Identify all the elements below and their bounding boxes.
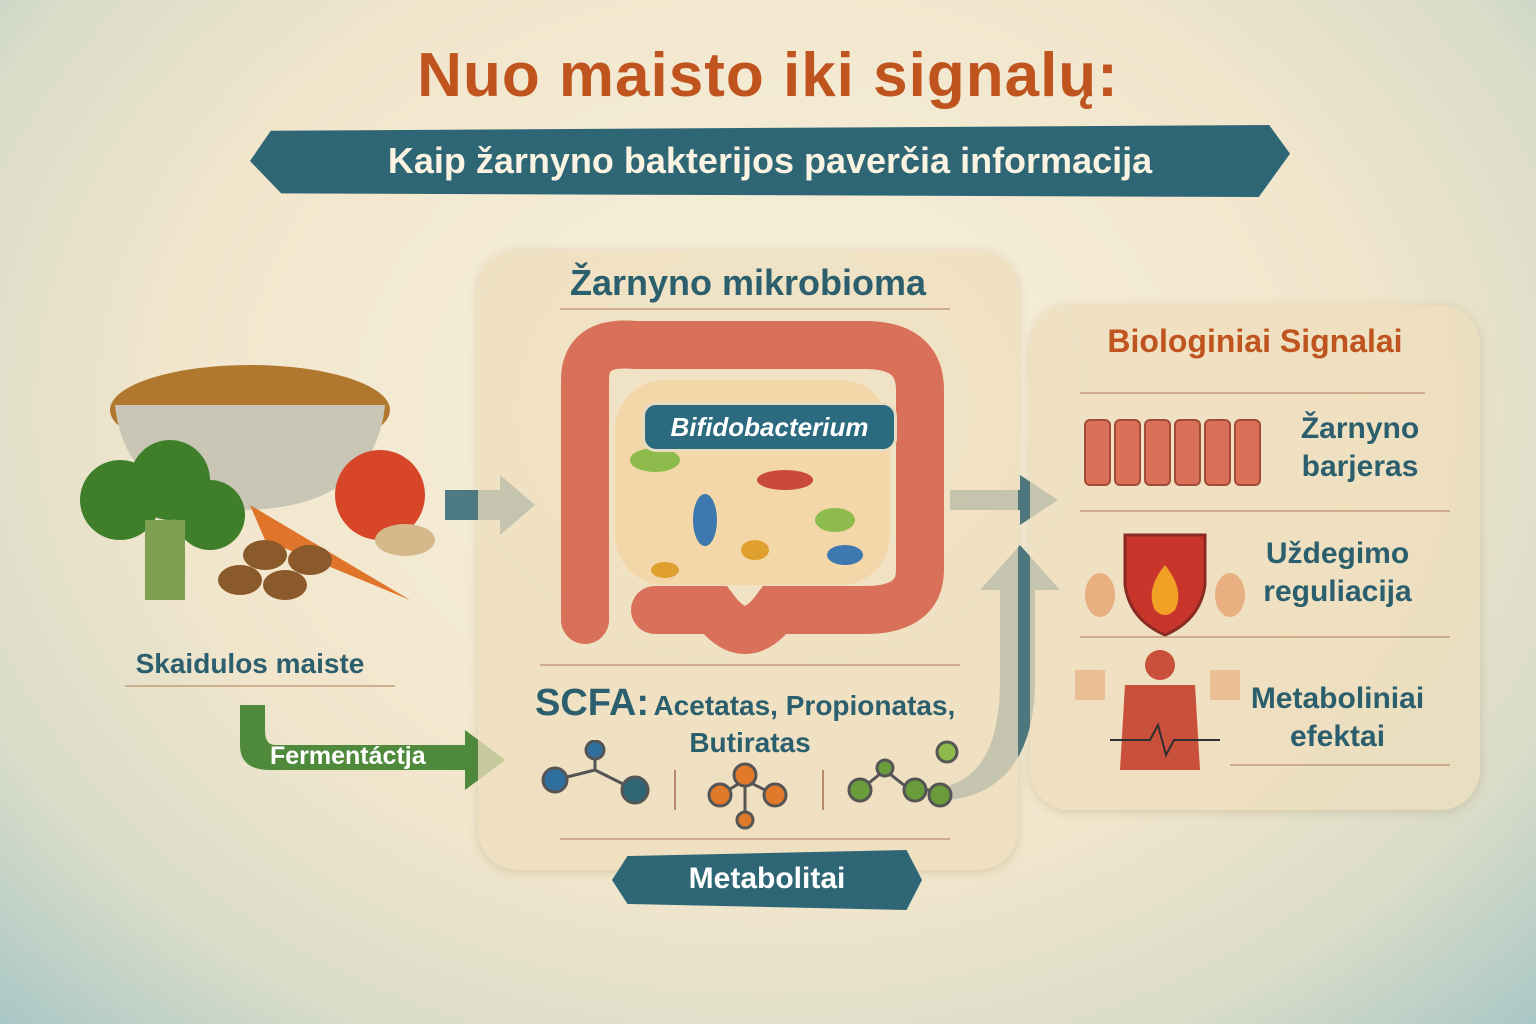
signal-inflammation-line1: Uždegimo — [1265, 537, 1410, 570]
subtitle: Kaip žarnyno bakterijos paverčia informa… — [387, 140, 1153, 181]
metabolites-label: Metabolitai — [688, 862, 846, 895]
scfa-list: Acetatas, Propionatas, — [653, 690, 956, 721]
apple-icon — [335, 450, 425, 540]
inflammation-shield-icon — [1085, 533, 1245, 637]
microbiome-title: Žarnyno mikrobioma — [569, 262, 927, 303]
food-illustration — [80, 365, 435, 600]
fermentation-label: Fermentáctja — [270, 742, 426, 770]
bifidobacterium-label: Bifidobacterium — [642, 402, 897, 452]
gut-barrier-icon — [1084, 419, 1261, 486]
signals-panel — [1030, 305, 1480, 810]
body-metabolism-icon — [1075, 650, 1240, 770]
carrot-icon — [250, 505, 410, 600]
hand-icon — [1215, 573, 1245, 617]
scfa-butyrate: Butiratas — [689, 727, 811, 758]
signal-metabolic-line2: efektai — [1289, 720, 1386, 753]
signal-barrier-line1: Žarnyno — [1300, 412, 1420, 445]
heartbeat-icon — [1110, 722, 1220, 758]
subtitle-banner — [250, 125, 1290, 197]
signals-title: Biologiniai Signalai — [1107, 323, 1403, 359]
flame-icon — [1151, 565, 1179, 615]
nuts-icon — [218, 540, 332, 600]
signal-metabolic-line1: Metaboliniai — [1250, 682, 1425, 715]
signal-inflammation-line2: reguliacija — [1263, 575, 1412, 608]
main-title: Nuo maisto iki signalų: — [417, 41, 1119, 110]
intestine-illustration — [561, 320, 944, 654]
food-label: Skaidulos maiste — [135, 648, 365, 679]
arrow-fermentation — [240, 705, 505, 790]
broccoli-icon — [80, 440, 245, 600]
acetate-molecule-icon — [541, 740, 650, 805]
metabolites-banner — [612, 850, 922, 910]
hand-icon — [1085, 573, 1115, 617]
propionate-molecule-icon — [707, 762, 788, 830]
scfa-prefix: SCFA: — [535, 682, 649, 724]
mushroom-slice-icon — [375, 524, 435, 556]
signal-barrier-line2: barjeras — [1301, 450, 1419, 483]
molecule-icons — [541, 740, 959, 830]
butyrate-molecule-icon — [847, 740, 959, 808]
